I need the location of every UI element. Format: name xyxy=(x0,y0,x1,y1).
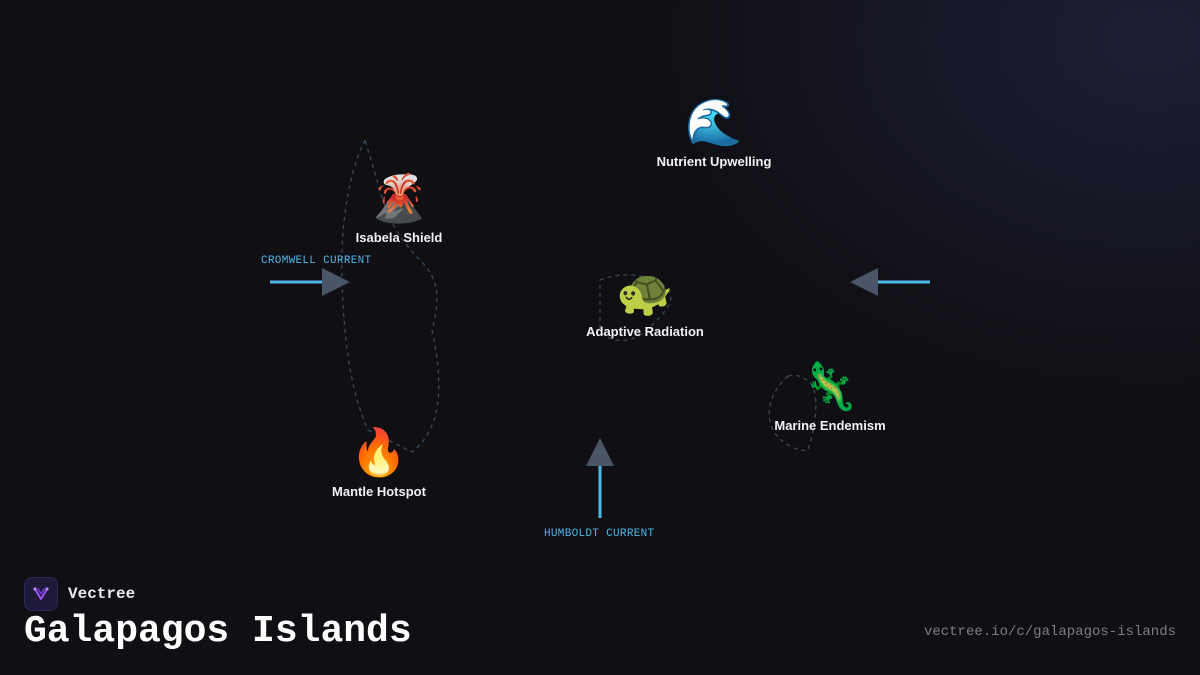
isabela-island-outline xyxy=(341,138,440,453)
cromwell-current-arrowhead xyxy=(322,268,350,296)
node-label: Marine Endemism xyxy=(774,418,886,433)
fire-icon: 🔥 xyxy=(350,425,408,479)
volcano-icon: 🌋 xyxy=(370,171,428,225)
node-label: Adaptive Radiation xyxy=(586,324,704,339)
brand[interactable]: Vectree xyxy=(24,577,135,611)
node-nutrient-upwelling[interactable]: 🌊 Nutrient Upwelling xyxy=(657,96,772,169)
lizard-icon: 🦎 xyxy=(801,359,859,413)
wave-icon: 🌊 xyxy=(685,95,743,149)
node-label: Mantle Hotspot xyxy=(332,484,426,499)
node-label: Isabela Shield xyxy=(355,230,443,245)
east-current-arrowhead xyxy=(850,268,878,296)
san-cristobal-island-outline xyxy=(768,374,817,452)
cromwell-current-label: CROMWELL CURRENT xyxy=(261,255,372,267)
humboldt-current-arrowhead xyxy=(586,438,614,466)
page-url[interactable]: vectree.io/c/galapagos-islands xyxy=(923,624,1176,640)
node-mantle-hotspot[interactable]: 🔥 Mantle Hotspot xyxy=(332,426,426,499)
node-isabela-shield[interactable]: 🌋 Isabela Shield xyxy=(356,172,443,245)
brand-name: Vectree xyxy=(68,585,136,603)
santa-cruz-island-outline xyxy=(599,274,672,342)
node-label: Nutrient Upwelling xyxy=(656,154,772,169)
vectree-logo-icon xyxy=(24,577,58,611)
turtle-icon: 🐢 xyxy=(616,265,674,319)
node-marine-endemism[interactable]: 🦎 Marine Endemism xyxy=(774,360,885,433)
page-title: Galapagos Islands xyxy=(24,610,412,653)
humboldt-current-label: HUMBOLDT CURRENT xyxy=(544,528,655,540)
node-adaptive-radiation[interactable]: 🐢 Adaptive Radiation xyxy=(586,266,704,339)
